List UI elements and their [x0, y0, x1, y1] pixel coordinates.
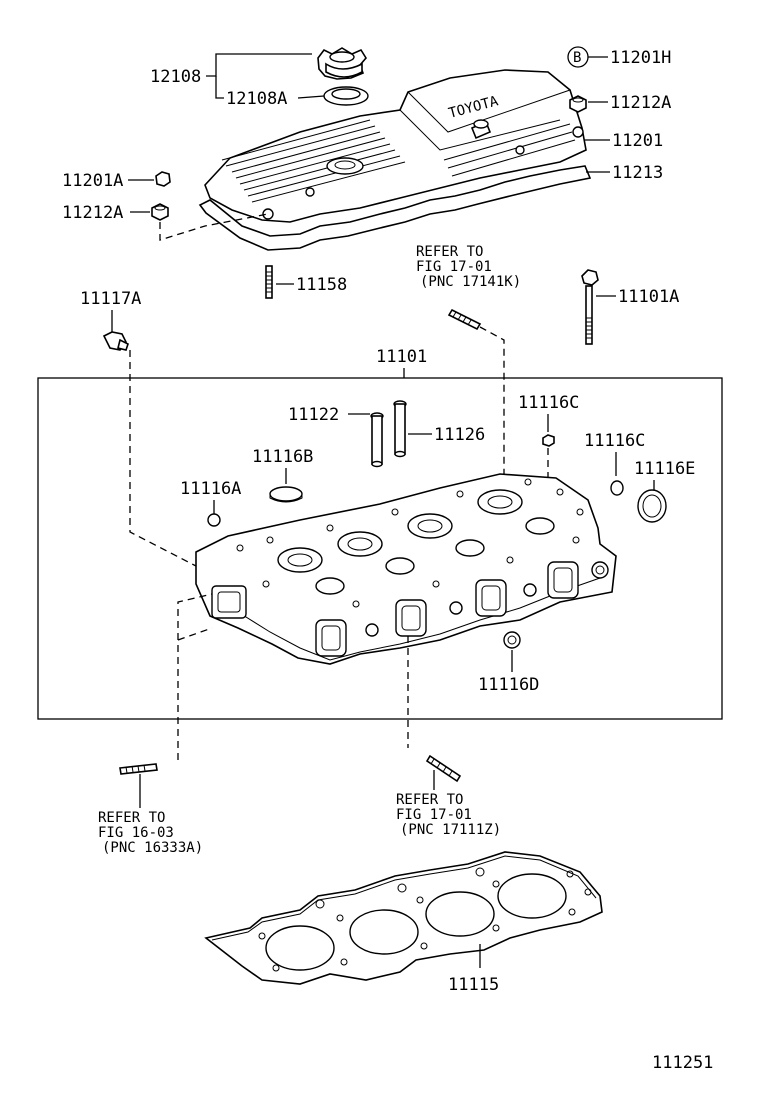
plug-11116E [637, 489, 667, 523]
label-11158: 11158 [296, 275, 347, 295]
grommet-11212A-left [151, 203, 169, 221]
label-11201H: 11201H [610, 48, 671, 68]
cylinder-head-assembly-frame [37, 377, 723, 720]
valve-guide-11122 [370, 412, 384, 468]
plug-11116A [207, 513, 221, 527]
label-11115: 11115 [448, 975, 499, 995]
stud-17111Z [425, 754, 462, 783]
label-11212A-left: 11212A [62, 203, 123, 223]
label-11116C-top: 11116C [518, 393, 579, 413]
circle-b-letter: B [573, 50, 581, 66]
oil-filler-cap [317, 47, 367, 80]
grommet-11212A-top [569, 95, 587, 113]
bolt-11101A [581, 269, 599, 345]
ref-17111Z-line2: FIG 17-01 [396, 807, 472, 823]
label-11101A: 11101A [618, 287, 679, 307]
ref-17141K-line3: (PNC 17141K) [420, 274, 521, 290]
label-11122: 11122 [288, 405, 339, 425]
plug-11116C-top [542, 434, 555, 447]
ref-17111Z-line1: REFER TO [396, 792, 463, 808]
ref-16333A-line2: FIG 16-03 [98, 825, 174, 841]
stud-16333A [119, 763, 158, 775]
stud-17141K [447, 308, 482, 331]
label-11212A-top: 11212A [610, 93, 671, 113]
label-11116D: 11116D [478, 675, 539, 695]
label-12108A: 12108A [226, 89, 287, 109]
label-11101: 11101 [376, 347, 427, 367]
plug-11116B [269, 486, 303, 503]
ref-17141K-line1: REFER TO [416, 244, 483, 260]
cylinder-head [195, 473, 617, 665]
stud-11158 [265, 265, 273, 299]
head-gasket-11115 [204, 851, 603, 985]
nut-11201A [155, 171, 171, 187]
ref-17141K-line2: FIG 17-01 [416, 259, 492, 275]
label-11116C-right: 11116C [584, 431, 645, 451]
plug-11116C-right [610, 480, 624, 496]
figure-number: 111251 [652, 1053, 713, 1073]
label-12108: 12108 [150, 67, 201, 87]
label-11116A: 11116A [180, 479, 241, 499]
label-11116B: 11116B [252, 447, 313, 467]
label-11201: 11201 [612, 131, 663, 151]
valve-guide-11126 [393, 400, 407, 458]
ref-16333A-line1: REFER TO [98, 810, 165, 826]
ref-17111Z-line3: (PNC 17111Z) [400, 822, 501, 838]
label-11126: 11126 [434, 425, 485, 445]
oil-filler-gasket [323, 86, 369, 106]
plug-11116D [503, 631, 521, 649]
label-11117A: 11117A [80, 289, 141, 309]
cylinder-head-cover [198, 69, 592, 251]
label-11213: 11213 [612, 163, 663, 183]
plug-11117A [102, 331, 129, 351]
ref-16333A-line3: (PNC 16333A) [102, 840, 203, 856]
label-11116E: 11116E [634, 459, 695, 479]
label-11201A: 11201A [62, 171, 123, 191]
